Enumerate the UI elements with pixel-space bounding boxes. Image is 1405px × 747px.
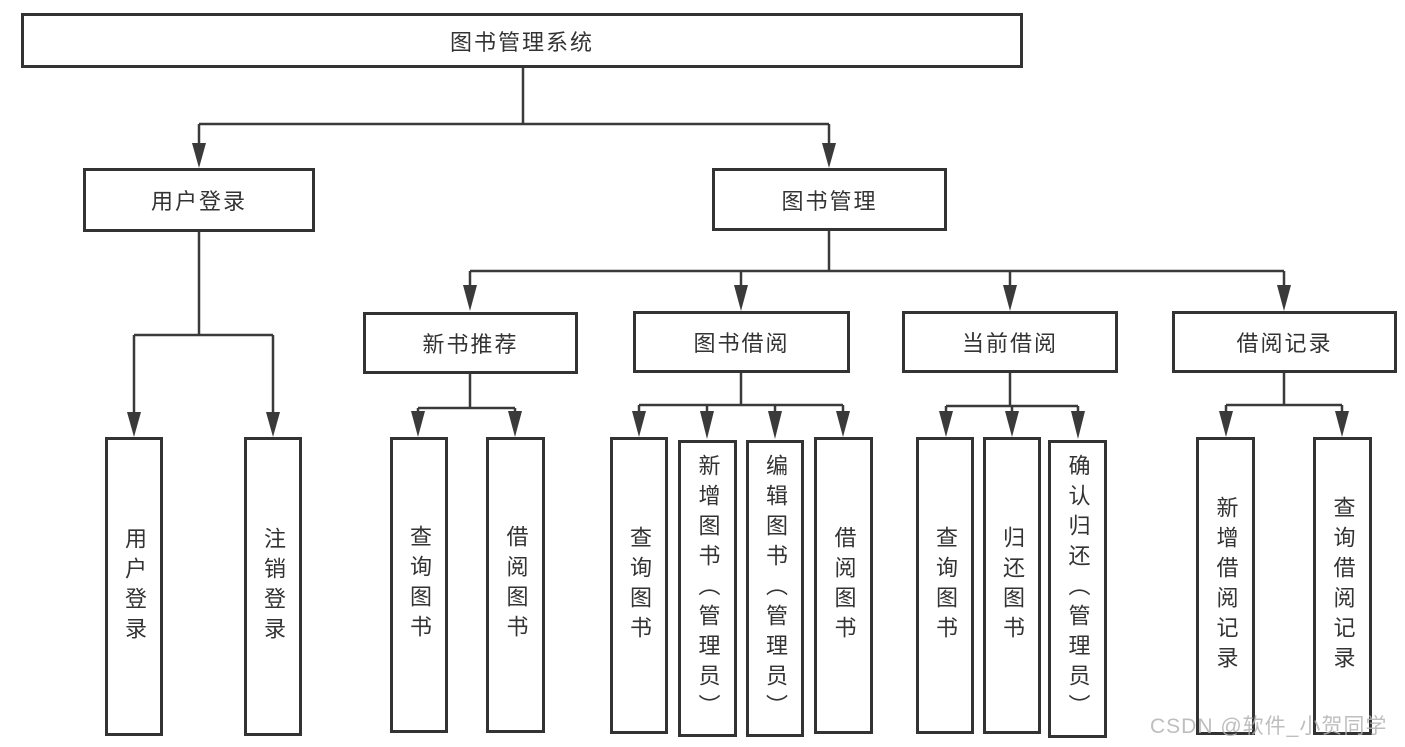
node-user-login-label: 用户登录 [150, 189, 247, 214]
connector-userlogin-group [132, 232, 275, 415]
connector-currentborrow-group [944, 373, 1080, 414]
leaf-add-book-admin: 新增图书（管理员） [678, 440, 737, 737]
node-borrowing-records-label: 借阅记录 [1236, 331, 1333, 356]
node-borrowing-records: 借阅记录 [1172, 311, 1397, 373]
leaf-return-book: 归还图书 [983, 437, 1041, 734]
leaf-borrow-books-2: 借阅图书 [814, 437, 873, 734]
leaf-query-books-2: 查询图书 [610, 437, 668, 734]
leaf-query-books-3: 查询图书 [916, 437, 974, 734]
connector-borrowrecord-group [1224, 373, 1344, 414]
leaf-query-books-1-label: 查询图书 [407, 525, 432, 645]
connector-newbookrec-group [416, 374, 517, 414]
node-book-management-label: 图书管理 [781, 188, 878, 214]
arrowheads [127, 143, 1349, 439]
leaf-borrow-books-2-label: 借阅图书 [831, 525, 857, 646]
node-new-book-recommend: 新书推荐 [363, 312, 578, 374]
node-library-system: 图书管理系统 [21, 13, 1023, 68]
arrowhead [734, 285, 748, 311]
leaf-return-book-label: 归还图书 [1000, 525, 1025, 646]
connector-bookmgmt-to-level3 [468, 231, 1286, 288]
arrowhead [411, 411, 425, 437]
leaf-confirm-return-admin: 确认归还（管理员） [1048, 440, 1107, 738]
connector-root-to-level2 [197, 68, 831, 146]
node-current-borrowing-label: 当前借阅 [961, 331, 1058, 356]
arrowhead [463, 285, 477, 311]
arrowhead [939, 411, 953, 437]
arrowhead [1005, 411, 1019, 437]
arrowhead [508, 411, 522, 437]
leaf-user-login: 用户登录 [105, 437, 163, 736]
node-new-book-recommend-label: 新书推荐 [422, 332, 519, 357]
leaf-add-book-admin-label: 新增图书（管理员） [695, 453, 721, 724]
arrowhead [192, 143, 206, 168]
leaf-query-borrow-record-label: 查询借阅记录 [1330, 496, 1356, 676]
node-user-login: 用户登录 [83, 168, 315, 232]
arrowhead [700, 411, 714, 439]
node-book-management: 图书管理 [712, 168, 947, 231]
node-library-system-label: 图书管理系统 [449, 29, 594, 55]
watermark: CSDN @软件_小贺同学 [1150, 715, 1388, 738]
leaf-add-borrow-record: 新增借阅记录 [1196, 437, 1255, 735]
leaf-add-borrow-record-label: 新增借阅记录 [1213, 496, 1239, 676]
node-book-borrowing: 图书借阅 [633, 311, 850, 373]
node-book-borrowing-label: 图书借阅 [693, 331, 790, 356]
leaf-edit-book-admin-label: 编辑图书（管理员） [763, 453, 788, 724]
leaf-query-books-1: 查询图书 [390, 437, 448, 733]
arrowhead [632, 411, 646, 437]
leaf-logout-label: 注销登录 [261, 526, 286, 647]
arrowhead [266, 412, 280, 437]
leaf-query-borrow-record: 查询借阅记录 [1313, 437, 1372, 735]
leaf-edit-book-admin: 编辑图书（管理员） [746, 440, 804, 737]
leaf-user-login-label: 用户登录 [122, 526, 147, 647]
arrowhead [1335, 411, 1349, 437]
arrowhead [127, 412, 141, 437]
leaf-borrow-books-1-label: 借阅图书 [503, 525, 529, 645]
arrowhead [1277, 285, 1291, 311]
leaf-query-books-2-label: 查询图书 [627, 525, 652, 646]
arrowhead [1071, 411, 1085, 439]
connector-bookborrow-group [637, 373, 845, 414]
arrowhead [822, 143, 836, 168]
leaf-logout: 注销登录 [244, 437, 302, 736]
arrowhead [768, 411, 782, 439]
leaf-borrow-books-1: 借阅图书 [486, 437, 545, 733]
leaf-confirm-return-admin-label: 确认归还（管理员） [1065, 454, 1091, 724]
node-current-borrowing: 当前借阅 [902, 311, 1118, 373]
arrowhead [1003, 285, 1017, 311]
arrowhead [836, 411, 850, 437]
arrowhead [1219, 411, 1233, 437]
leaf-query-books-3-label: 查询图书 [933, 525, 958, 646]
